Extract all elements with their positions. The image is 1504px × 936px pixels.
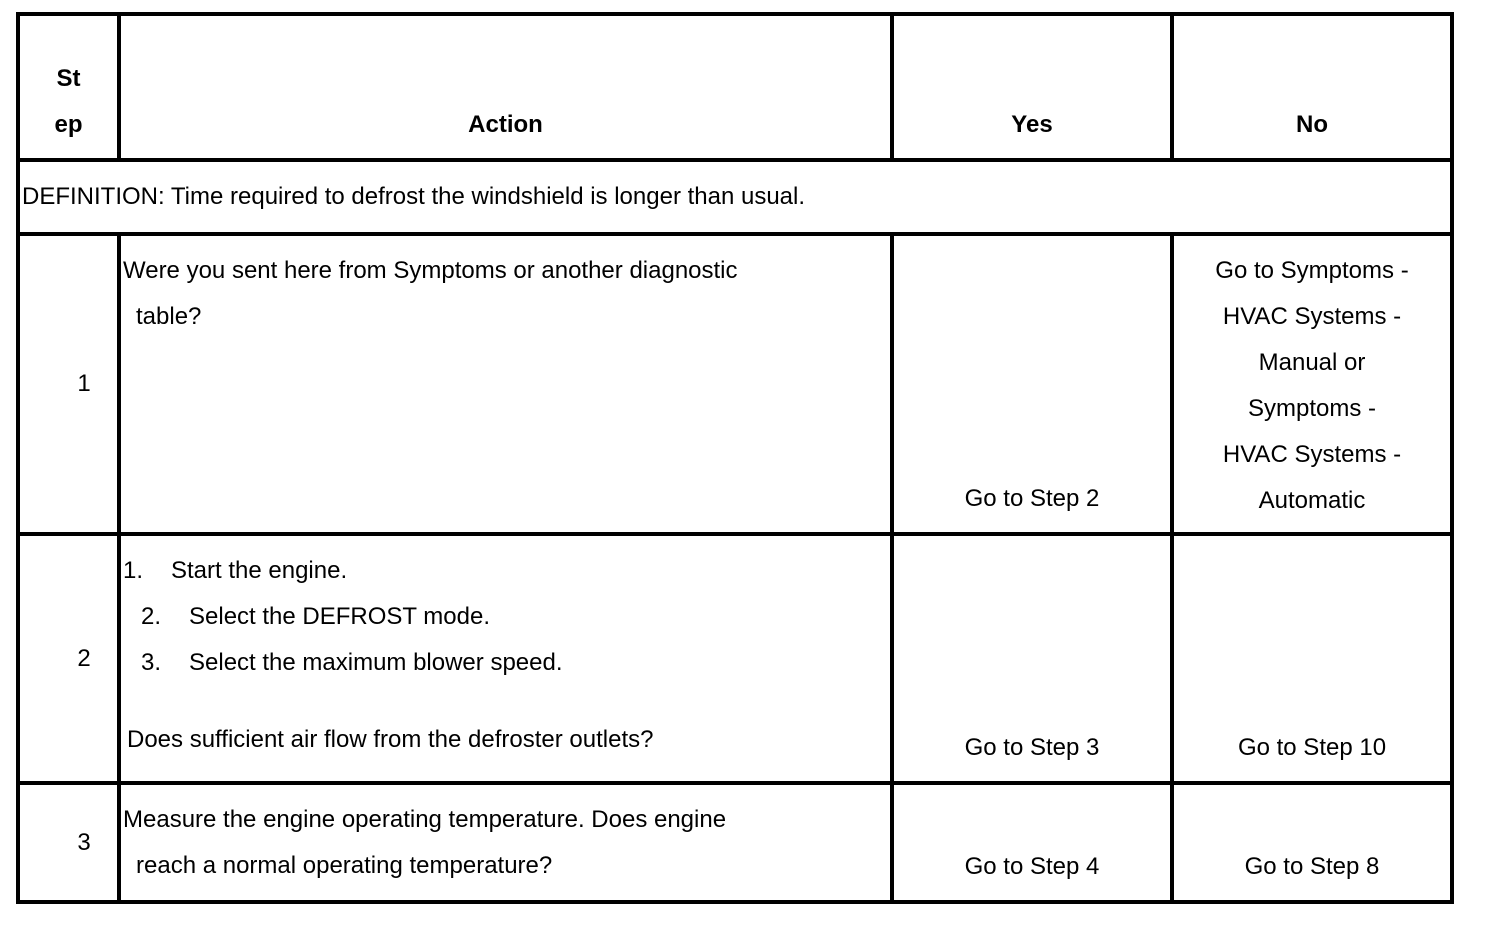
- definition-text: DEFINITION: Time required to defrost the…: [16, 158, 1454, 236]
- list-text: Select the maximum blower speed.: [189, 649, 563, 676]
- action-cell: Measure the engine operating temperature…: [117, 781, 894, 904]
- action-line: table?: [136, 303, 202, 330]
- step-header-line1: St: [56, 65, 81, 92]
- action-question: Does sufficient air flow from the defros…: [127, 726, 654, 753]
- no-line: Symptoms -: [1247, 395, 1376, 422]
- list-number: 1.: [123, 557, 144, 584]
- header-row: St ep Action Yes No: [16, 12, 1454, 162]
- table-row-2: 2 1. Start the engine. 2. Select the DEF…: [16, 532, 1454, 785]
- definition-row: DEFINITION: Time required to defrost the…: [16, 158, 1454, 236]
- list-text: Select the DEFROST mode.: [189, 603, 491, 630]
- action-line: Were you sent here from Symptoms or anot…: [123, 257, 738, 284]
- no-line: HVAC Systems -: [1222, 441, 1402, 468]
- list-number: 2.: [141, 603, 162, 630]
- table-row-3: 3 Measure the engine operating temperatu…: [16, 781, 1454, 904]
- no-cell: Go to Step 10: [1170, 532, 1454, 785]
- no-line: Go to Symptoms -: [1215, 257, 1409, 284]
- list-number: 3.: [141, 649, 162, 676]
- no-line: HVAC Systems -: [1222, 303, 1402, 330]
- action-cell: 1. Start the engine. 2. Select the DEFRO…: [117, 532, 894, 785]
- col-header-no: No: [1170, 12, 1454, 162]
- yes-cell: Go to Step 3: [890, 532, 1174, 785]
- yes-cell: Go to Step 2: [890, 232, 1174, 536]
- yes-cell: Go to Step 4: [890, 781, 1174, 904]
- no-cell: Go to Symptoms - HVAC Systems - Manual o…: [1170, 232, 1454, 536]
- col-header-yes: Yes: [890, 12, 1174, 162]
- action-line: reach a normal operating temperature?: [136, 852, 553, 879]
- col-header-action: Action: [117, 12, 894, 162]
- action-line: Measure the engine operating temperature…: [123, 806, 727, 833]
- no-cell: Go to Step 8: [1170, 781, 1454, 904]
- table-row-1: 1 Were you sent here from Symptoms or an…: [16, 232, 1454, 536]
- no-line: Automatic: [1258, 487, 1366, 514]
- step-number: 3: [16, 781, 121, 904]
- step-header-line2: ep: [54, 111, 83, 138]
- list-text: Start the engine.: [171, 557, 348, 584]
- step-number: 2: [16, 532, 121, 785]
- action-list-item: 1. Start the engine.: [123, 548, 884, 594]
- step-number: 1: [16, 232, 121, 536]
- action-list-item: 3. Select the maximum blower speed.: [123, 640, 884, 686]
- col-header-step: St ep: [16, 12, 121, 162]
- action-list-item: 2. Select the DEFROST mode.: [123, 594, 884, 640]
- diagnostic-table: St ep Action Yes No DEFINITION: Time req…: [16, 12, 1454, 904]
- action-cell: Were you sent here from Symptoms or anot…: [117, 232, 894, 536]
- no-line: Manual or: [1258, 349, 1366, 376]
